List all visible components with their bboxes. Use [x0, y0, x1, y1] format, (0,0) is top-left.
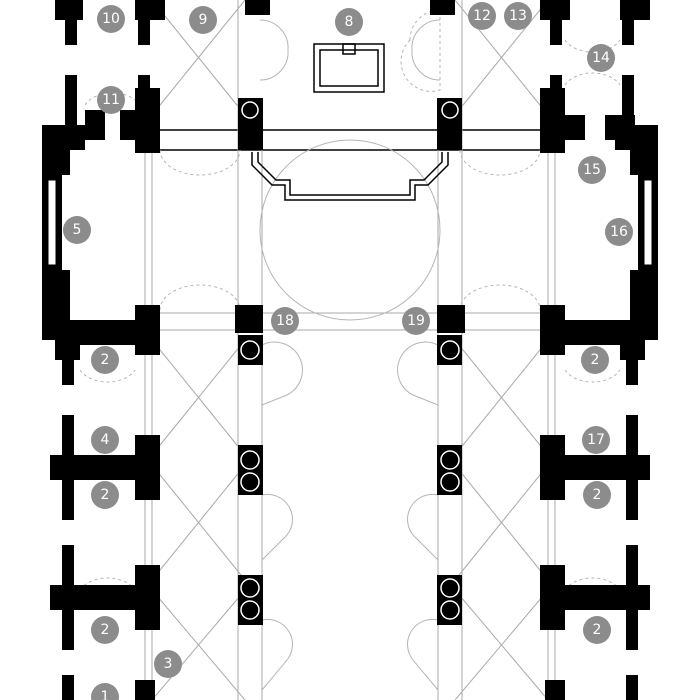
vault-lines — [138, 0, 560, 700]
walls — [42, 0, 658, 700]
marker-15-label: 15 — [583, 162, 601, 178]
plan-markers: 1 2 2 2 2 2 2 3 4 5 8 9 10 11 12 13 14 1… — [63, 2, 633, 700]
marker-2: 2 — [91, 481, 119, 509]
marker-2-label: 2 — [101, 352, 110, 368]
marker-2: 2 — [583, 481, 611, 509]
marker-12: 12 — [468, 2, 496, 30]
dome-outlines — [79, 9, 621, 691]
marker-2: 2 — [91, 346, 119, 374]
marker-16-label: 16 — [610, 224, 628, 240]
marker-2-label: 2 — [593, 487, 602, 503]
marker-17-label: 17 — [587, 432, 605, 448]
marker-13-label: 13 — [509, 8, 527, 24]
marker-1-label: 1 — [101, 689, 110, 700]
marker-11-label: 11 — [102, 92, 120, 108]
marker-3-label: 3 — [164, 656, 173, 672]
marker-2-label: 2 — [591, 352, 600, 368]
marker-2-label: 2 — [593, 622, 602, 638]
marker-2: 2 — [581, 346, 609, 374]
marker-13: 13 — [504, 2, 532, 30]
marker-18-label: 18 — [276, 313, 294, 329]
marker-8-label: 8 — [345, 14, 354, 30]
marker-5: 5 — [63, 216, 91, 244]
marker-11: 11 — [97, 86, 125, 114]
marker-18: 18 — [271, 307, 299, 335]
marker-15: 15 — [578, 156, 606, 184]
marker-2-label: 2 — [101, 622, 110, 638]
marker-4: 4 — [91, 426, 119, 454]
marker-8: 8 — [335, 8, 363, 36]
marker-16: 16 — [605, 218, 633, 246]
marker-17: 17 — [582, 426, 610, 454]
marker-10: 10 — [97, 5, 125, 33]
marker-2-label: 2 — [101, 487, 110, 503]
presbytery-steps — [251, 43, 449, 201]
marker-4-label: 4 — [101, 432, 110, 448]
marker-12-label: 12 — [473, 8, 491, 24]
marker-9-label: 9 — [199, 12, 208, 28]
column-rings — [240, 101, 460, 620]
transept-windows — [47, 179, 653, 266]
marker-10-label: 10 — [102, 11, 120, 27]
marker-5-label: 5 — [73, 222, 82, 238]
marker-19: 19 — [402, 307, 430, 335]
marker-3: 3 — [154, 650, 182, 678]
marker-2: 2 — [583, 616, 611, 644]
marker-1: 1 — [91, 683, 119, 700]
marker-2: 2 — [91, 616, 119, 644]
marker-9: 9 — [189, 6, 217, 34]
marker-14-label: 14 — [592, 50, 610, 66]
marker-14: 14 — [587, 44, 615, 72]
marker-19-label: 19 — [407, 313, 425, 329]
